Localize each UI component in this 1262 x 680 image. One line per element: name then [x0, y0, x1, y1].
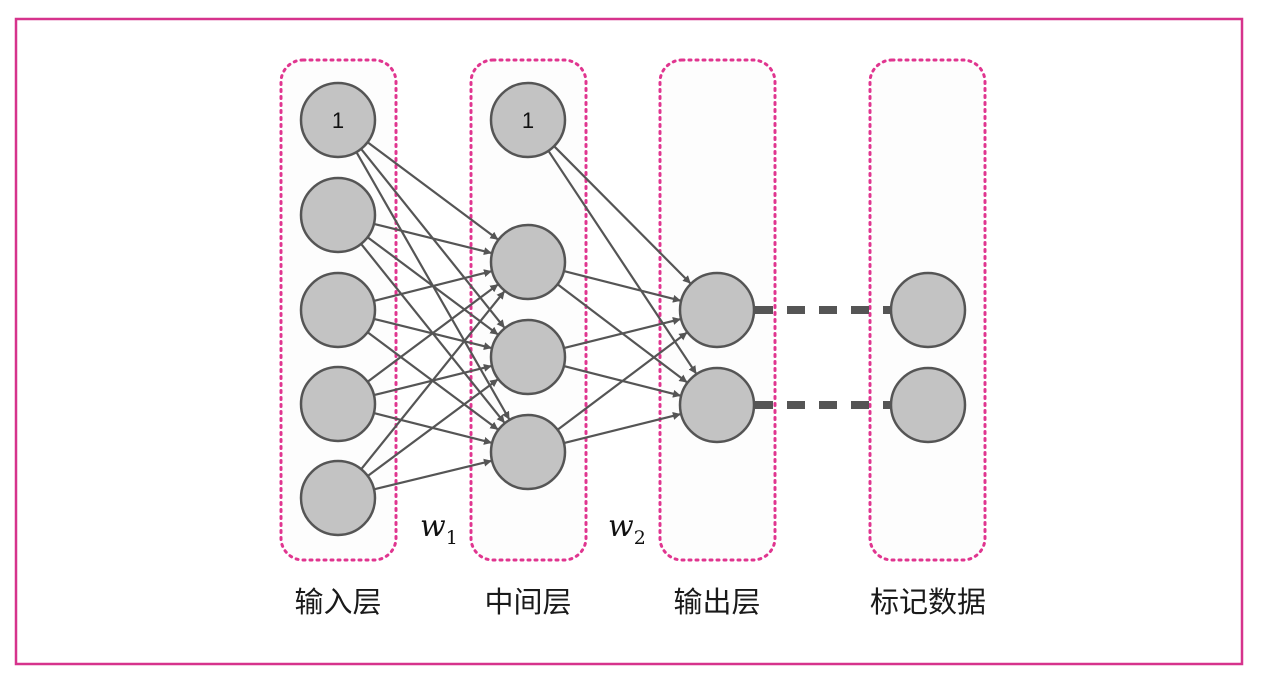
input-node: [299, 459, 377, 537]
layer-label-hidden: 中间层: [484, 585, 571, 619]
weight-symbol: w: [420, 509, 446, 544]
weight-connection: [547, 150, 697, 374]
weight-connection: [563, 412, 681, 445]
weight-label-w1: w1: [420, 509, 458, 549]
weight-connection: [366, 283, 499, 383]
input-node: [299, 176, 377, 254]
hidden-bias-node: [489, 81, 567, 159]
weight-connection: [373, 269, 492, 302]
weight-connections-hidden-output: [547, 145, 697, 445]
weight-connection: [366, 141, 499, 241]
weight-connection: [556, 331, 688, 431]
hidden-bias-label: 1: [522, 108, 534, 133]
figure-frame: [14, 17, 1244, 666]
weight-label-w2: w2: [608, 509, 646, 549]
weight-connection: [563, 270, 681, 303]
weight-connection: [360, 290, 506, 470]
input-node: [299, 271, 377, 349]
layer-label-labels: 标记数据: [870, 585, 986, 619]
input-node: [299, 365, 377, 443]
weight-connection: [367, 378, 499, 477]
input-bias-node: [299, 81, 377, 159]
weight-symbol: w: [608, 509, 634, 544]
layer-label-input: 输入层: [294, 585, 381, 619]
hidden-node: [489, 318, 567, 396]
weight-subscript: 2: [634, 527, 646, 549]
layer-label-output: 输出层: [673, 585, 760, 619]
weight-subscript: 1: [446, 527, 458, 549]
hidden-node: [489, 413, 567, 491]
output-node: [678, 366, 756, 444]
input-bias-label: 1: [332, 108, 344, 133]
label-data-node: [889, 271, 967, 349]
weight-connection: [553, 145, 691, 284]
output-node: [678, 271, 756, 349]
weight-connection: [563, 317, 681, 350]
weight-connections-input-hidden: [355, 141, 511, 491]
label-data-node: [889, 366, 967, 444]
hidden-node: [489, 223, 567, 301]
weight-connection: [373, 222, 492, 256]
weight-connection: [373, 458, 492, 491]
